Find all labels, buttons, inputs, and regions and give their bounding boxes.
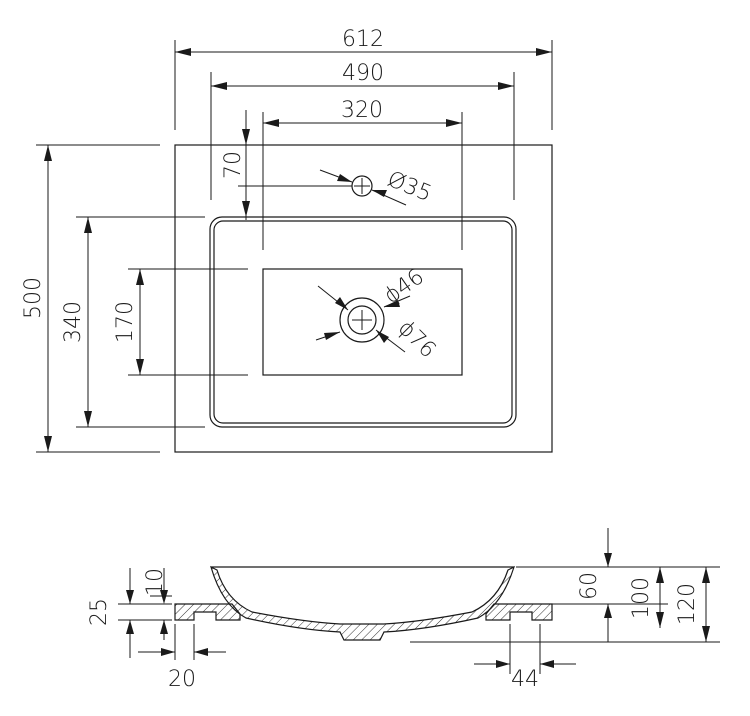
dim-70: 70 (221, 110, 352, 220)
dim-500-label: 500 (21, 277, 46, 319)
right-flange (485, 603, 553, 621)
dim-hole-35-label: Ø35 (384, 167, 435, 207)
dim-20-label: 20 (168, 667, 196, 692)
dim-120-label: 120 (675, 583, 700, 625)
bowl-bottom (262, 268, 463, 376)
dim-340: 340 (61, 216, 205, 428)
dim-44-label: 44 (511, 667, 539, 692)
dim-rim: 25 10 (87, 568, 172, 658)
left-flange (174, 603, 241, 621)
dim-490-label: 490 (342, 61, 384, 86)
dim-hole-35: Ø35 (319, 167, 435, 207)
dim-500: 500 (21, 144, 160, 453)
dim-20: 20 (138, 624, 226, 692)
dim-170-label: 170 (113, 301, 138, 343)
dim-612-label: 612 (342, 27, 384, 52)
bowl-section (210, 565, 515, 641)
top-view: 612 490 320 70 (21, 27, 553, 453)
dim-100-label: 100 (629, 577, 654, 619)
bowl-outline-inner (213, 220, 513, 424)
side-view: 25 10 20 44 60 (87, 528, 720, 692)
bowl-outline-outer (209, 216, 517, 428)
dim-490: 490 (210, 61, 515, 200)
dim-44: 44 (474, 624, 576, 692)
drain-hole (339, 297, 385, 343)
dim-170: 170 (113, 268, 248, 376)
dim-60-label: 60 (577, 572, 602, 600)
basin-outline (174, 144, 553, 453)
dim-70-label: 70 (221, 151, 246, 179)
dim-320-label: 320 (341, 98, 383, 123)
dim-120: 120 (675, 567, 710, 642)
dim-drain-46-label: ϕ46 (380, 264, 429, 309)
dim-drain-76-label: ϕ76 (393, 316, 441, 364)
tap-hole (351, 175, 373, 197)
dim-340-label: 340 (61, 301, 86, 343)
dim-100: 100 (629, 567, 664, 628)
dim-320: 320 (262, 98, 463, 250)
dim-612: 612 (174, 27, 553, 130)
dim-10-label: 10 (143, 568, 168, 596)
dim-drain: ϕ46 ϕ76 (315, 264, 441, 364)
dim-60: 60 (577, 528, 612, 642)
dim-25-label: 25 (87, 598, 112, 626)
